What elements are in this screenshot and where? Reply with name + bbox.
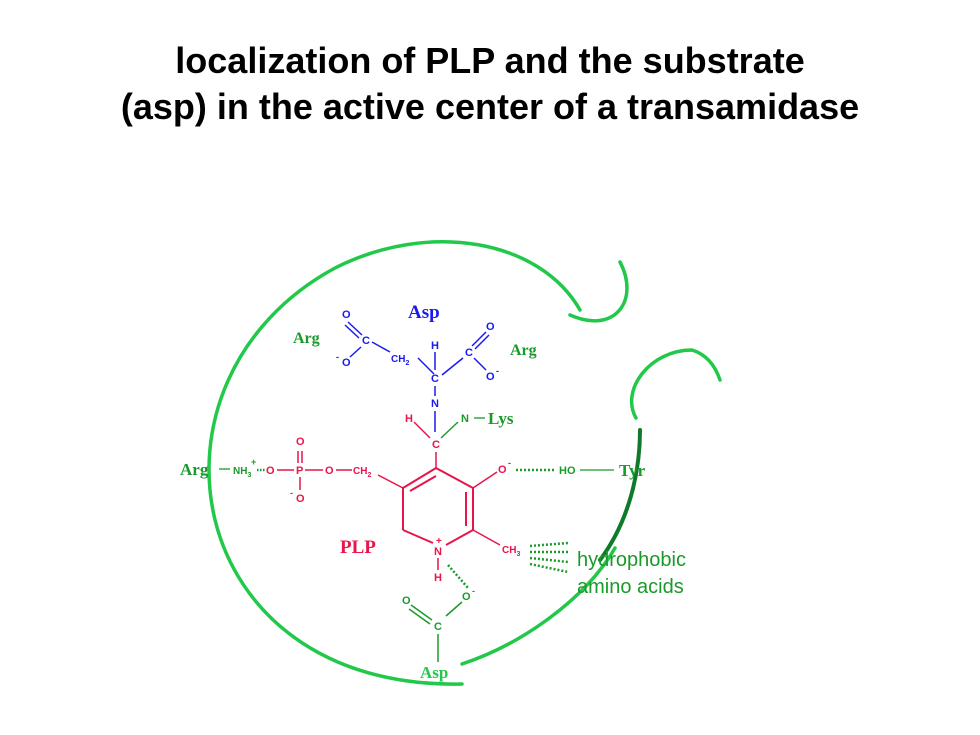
lys-residue: N Lys bbox=[440, 409, 514, 439]
enzyme-outline bbox=[207, 240, 722, 686]
charge-minus: - bbox=[290, 488, 293, 498]
enzyme-arc-left bbox=[207, 240, 582, 686]
page-title: localization of PLP and the substrate (a… bbox=[0, 38, 980, 130]
bond bbox=[471, 331, 487, 347]
bond bbox=[472, 529, 501, 546]
atom-c: C bbox=[434, 621, 442, 633]
charge-plus: + bbox=[251, 457, 256, 467]
bond bbox=[413, 421, 431, 439]
enzyme-segment-dark bbox=[598, 428, 642, 562]
atom-c: C bbox=[432, 439, 440, 451]
atom-h: H bbox=[434, 572, 442, 584]
atom-ch2: CH2 bbox=[353, 466, 371, 479]
lys-label: Lys bbox=[488, 409, 514, 428]
charge-plus: + bbox=[436, 536, 442, 547]
arg-left-residue: Arg NH3 + bbox=[180, 457, 266, 479]
enzyme-hook-top bbox=[568, 260, 629, 323]
atom-o: O bbox=[462, 591, 471, 603]
atom-o: O bbox=[296, 436, 305, 448]
atom-ch3: CH3 bbox=[502, 545, 520, 558]
atom-p: P bbox=[296, 465, 303, 477]
bond bbox=[371, 341, 391, 353]
title-line-2: (asp) in the active center of a transami… bbox=[120, 86, 860, 127]
atom-o: O bbox=[402, 595, 411, 607]
asp-bottom-label: Asp bbox=[420, 663, 448, 682]
hydrophobic-label-line-2: amino acids bbox=[577, 576, 684, 598]
bond bbox=[344, 324, 360, 339]
bond bbox=[410, 604, 433, 621]
atom-o: O bbox=[486, 321, 495, 333]
atom-o: O bbox=[266, 465, 275, 477]
arg-left-top-label: Arg bbox=[293, 330, 320, 347]
atom-n: N bbox=[461, 413, 469, 425]
hydrophobic-label-line-1: hydrophobic bbox=[577, 549, 686, 571]
atom-o: O bbox=[342, 357, 351, 369]
atom-n-pyridinium: N bbox=[434, 546, 442, 558]
charge-minus: - bbox=[472, 586, 475, 596]
tyr-label: Tyr bbox=[619, 461, 646, 480]
atom-h: H bbox=[431, 340, 439, 352]
atom-o: O bbox=[325, 465, 334, 477]
hydrogen-bond bbox=[447, 564, 469, 589]
pyridine-ring bbox=[402, 467, 474, 546]
atom-o-phenolate: O bbox=[498, 464, 507, 476]
bond bbox=[472, 471, 498, 489]
atom-c: C bbox=[465, 347, 473, 359]
charge-minus: - bbox=[336, 352, 339, 362]
title-line-1: localization of PLP and the substrate bbox=[175, 40, 805, 81]
atom-h: H bbox=[405, 413, 413, 425]
tyr-residue: HO Tyr bbox=[516, 461, 646, 480]
bond bbox=[408, 608, 431, 625]
arg-right-top-label: Arg bbox=[510, 342, 537, 359]
atom-o: O bbox=[296, 493, 305, 505]
atom-c: C bbox=[362, 335, 370, 347]
bond bbox=[377, 474, 404, 489]
asp-bottom-residue: O - O C bbox=[402, 564, 475, 662]
atom-nh3: NH3 bbox=[233, 466, 251, 479]
bond bbox=[349, 346, 362, 358]
enzyme-arc-bottom-right bbox=[460, 546, 617, 666]
hydrophobic-interaction bbox=[529, 541, 569, 574]
bond bbox=[474, 334, 490, 350]
bond bbox=[417, 357, 435, 375]
atom-ch2: CH2 bbox=[391, 354, 409, 367]
atom-c: C bbox=[431, 373, 439, 385]
bond bbox=[441, 357, 464, 376]
cofactor-plp: PLP H C N + H O - CH3 CH2 O bbox=[266, 413, 520, 584]
charge-minus: - bbox=[496, 366, 499, 376]
atom-ho: HO bbox=[559, 465, 576, 477]
arg-left-label: Arg bbox=[180, 460, 209, 479]
atom-o: O bbox=[342, 309, 351, 321]
charge-minus: - bbox=[508, 458, 511, 468]
substrate-asp-label: Asp bbox=[408, 302, 440, 323]
bond bbox=[347, 321, 363, 336]
enzyme-arc-right bbox=[629, 348, 722, 420]
bond bbox=[445, 601, 463, 617]
cofactor-plp-label: PLP bbox=[340, 537, 376, 558]
atom-o: O bbox=[486, 371, 495, 383]
substrate-asp: Asp O C O - CH2 H C C O O - N bbox=[336, 302, 499, 432]
bond bbox=[440, 421, 459, 439]
bond bbox=[473, 357, 487, 371]
atom-n: N bbox=[431, 398, 439, 410]
